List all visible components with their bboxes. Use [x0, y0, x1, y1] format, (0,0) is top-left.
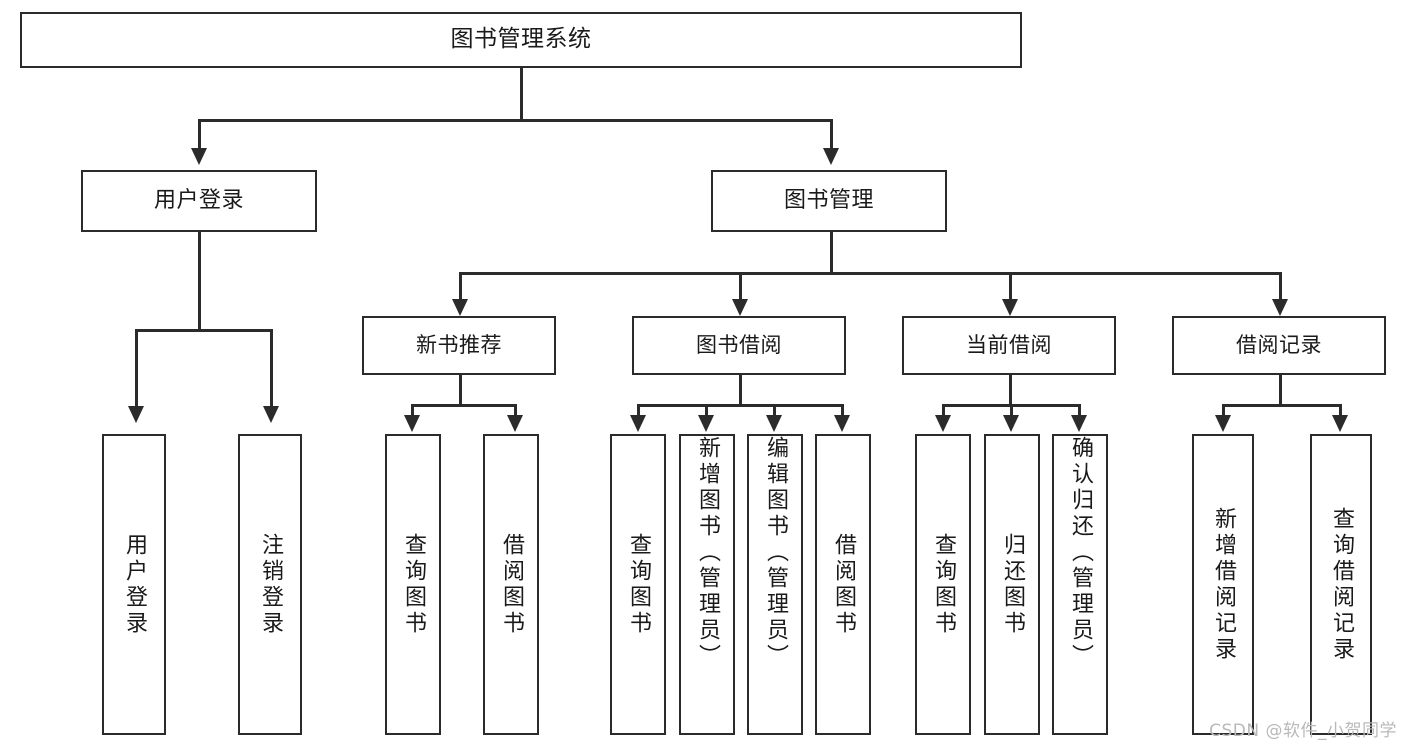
- csdn-watermark: CSDN @软件_小贺同学: [1209, 721, 1397, 741]
- edge-book-manage-stem: [830, 232, 833, 274]
- leaf-edit-book-admin[interactable]: 编辑图书（管理员）: [747, 434, 803, 735]
- node-label: 编辑图书（管理员）: [763, 436, 788, 670]
- leaf-logout-login[interactable]: 注销登录: [238, 434, 302, 735]
- node-label: 新增借阅记录: [1211, 506, 1236, 663]
- node-new-book-recommend[interactable]: 新书推荐: [362, 316, 556, 375]
- arrow-to-leaf-confirm-return: [1071, 415, 1087, 432]
- arrow-to-user-login: [191, 148, 207, 165]
- node-label: 确认归还（管理员）: [1068, 436, 1093, 670]
- edge-br-drop-1: [1222, 404, 1225, 416]
- arrow-to-leaf-query-book-3: [935, 415, 951, 432]
- arrow-to-leaf-add-record: [1215, 415, 1231, 432]
- edge-book-manage-drop-1: [459, 272, 462, 300]
- leaf-add-book-admin[interactable]: 新增图书（管理员）: [679, 434, 735, 735]
- node-label: 图书借阅: [696, 332, 782, 357]
- edge-nbr-drop-2: [514, 404, 517, 416]
- node-label: 查询图书: [931, 532, 956, 637]
- node-label: 用户登录: [153, 187, 244, 213]
- arrow-to-current-borrow: [1002, 299, 1018, 316]
- arrow-to-leaf-edit-book: [766, 415, 782, 432]
- edge-nbr-stem: [459, 375, 462, 405]
- arrow-to-borrow-record: [1272, 299, 1288, 316]
- edge-book-manage-drop-3: [1009, 272, 1012, 300]
- edge-root-to-user-login: [198, 119, 201, 149]
- edge-user-login-drop-2: [270, 329, 273, 407]
- node-user-login[interactable]: 用户登录: [81, 170, 317, 232]
- node-borrow-record[interactable]: 借阅记录: [1172, 316, 1386, 375]
- arrow-to-new-book-recommend: [452, 299, 468, 316]
- leaf-query-borrow-record[interactable]: 查询借阅记录: [1310, 434, 1372, 735]
- node-book-borrow[interactable]: 图书借阅: [632, 316, 846, 375]
- edge-br-drop-2: [1339, 404, 1342, 416]
- edge-nbr-drop-1: [411, 404, 414, 416]
- edge-cb-drop-1: [942, 404, 945, 416]
- arrow-to-book-borrow: [732, 299, 748, 316]
- node-label: 图书管理: [783, 187, 874, 213]
- leaf-borrow-book-borrow[interactable]: 借阅图书: [815, 434, 871, 735]
- node-label: 注销登录: [258, 532, 283, 637]
- node-label: 新增图书（管理员）: [695, 436, 720, 670]
- leaf-query-book-recommend[interactable]: 查询图书: [385, 434, 441, 735]
- leaf-return-book[interactable]: 归还图书: [984, 434, 1040, 735]
- edge-bb-drop-3: [773, 404, 776, 416]
- node-label: 新书推荐: [416, 332, 502, 357]
- arrow-to-leaf-borrow-book-2: [834, 415, 850, 432]
- arrow-to-leaf-logout: [263, 406, 279, 423]
- arrow-to-leaf-query-book-2: [630, 415, 646, 432]
- edge-br-stem: [1279, 375, 1282, 405]
- edge-book-manage-drop-4: [1279, 272, 1282, 300]
- edge-root-to-book-manage: [830, 119, 833, 149]
- arrow-to-leaf-user-login: [128, 406, 144, 423]
- edge-user-login-drop-1: [135, 329, 138, 407]
- leaf-query-book-current[interactable]: 查询图书: [915, 434, 971, 735]
- node-root-system[interactable]: 图书管理系统: [20, 12, 1022, 68]
- node-label: 图书管理系统: [450, 26, 592, 53]
- node-label: 查询图书: [401, 532, 426, 637]
- edge-user-login-stem: [198, 232, 201, 330]
- node-label: 借阅图书: [499, 532, 524, 637]
- arrow-to-leaf-borrow-book-1: [507, 415, 523, 432]
- arrow-to-leaf-query-book-1: [404, 415, 420, 432]
- leaf-borrow-book-recommend[interactable]: 借阅图书: [483, 434, 539, 735]
- edge-bb-drop-4: [841, 404, 844, 416]
- node-label: 用户登录: [122, 532, 147, 637]
- arrow-to-book-manage: [823, 148, 839, 165]
- edge-root-bus: [198, 119, 832, 122]
- edge-cb-stem: [1009, 375, 1012, 405]
- arrow-to-leaf-return-book: [1003, 415, 1019, 432]
- leaf-confirm-return-admin[interactable]: 确认归还（管理员）: [1052, 434, 1108, 735]
- leaf-user-login[interactable]: 用户登录: [102, 434, 166, 735]
- node-label: 查询借阅记录: [1329, 506, 1354, 663]
- arrow-to-leaf-add-book: [698, 415, 714, 432]
- edge-bb-stem: [739, 375, 742, 405]
- edge-bb-drop-1: [637, 404, 640, 416]
- node-label: 查询图书: [626, 532, 651, 637]
- edge-bb-bus: [637, 404, 841, 407]
- arrow-to-leaf-query-record: [1332, 415, 1348, 432]
- edge-bb-drop-2: [705, 404, 708, 416]
- edge-cb-drop-2: [1010, 404, 1013, 416]
- node-current-borrow[interactable]: 当前借阅: [902, 316, 1116, 375]
- edge-book-manage-drop-2: [739, 272, 742, 300]
- edge-root-stem: [520, 68, 523, 120]
- edge-nbr-bus: [411, 404, 516, 407]
- node-book-manage[interactable]: 图书管理: [711, 170, 947, 232]
- edge-cb-drop-3: [1078, 404, 1081, 416]
- edge-book-manage-bus: [459, 272, 1279, 275]
- leaf-query-book-borrow[interactable]: 查询图书: [610, 434, 666, 735]
- node-label: 借阅记录: [1236, 332, 1322, 357]
- edge-user-login-bus: [135, 329, 272, 332]
- leaf-add-borrow-record[interactable]: 新增借阅记录: [1192, 434, 1254, 735]
- node-label: 当前借阅: [966, 332, 1052, 357]
- edge-br-bus: [1222, 404, 1341, 407]
- node-label: 借阅图书: [831, 532, 856, 637]
- node-label: 归还图书: [1000, 532, 1025, 637]
